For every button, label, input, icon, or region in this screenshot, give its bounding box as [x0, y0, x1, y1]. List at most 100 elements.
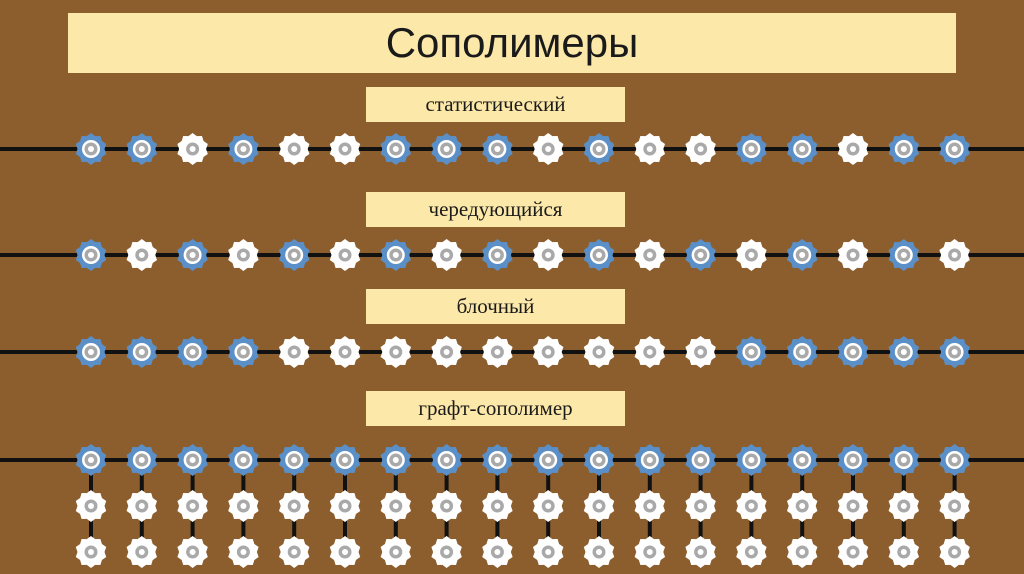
blue-gear-monomer [888, 239, 920, 271]
graft-white-gear-monomer [278, 490, 310, 522]
graft-white-gear-monomer [888, 490, 920, 522]
graft-white-gear-monomer [177, 536, 208, 568]
blue-gear-monomer [888, 444, 920, 476]
blue-gear-monomer [380, 239, 412, 271]
blue-gear-monomer [126, 444, 158, 476]
blue-gear-monomer [228, 336, 259, 368]
blue-gear-monomer [532, 444, 564, 476]
blue-gear-monomer [939, 336, 970, 368]
blue-gear-monomer [75, 133, 107, 165]
blue-gear-monomer [888, 336, 920, 368]
blue-gear-monomer [380, 133, 412, 165]
graft-white-gear-monomer [837, 536, 869, 568]
graft-white-gear-monomer [329, 490, 361, 522]
white-gear-monomer [380, 336, 412, 368]
blue-gear-monomer [482, 444, 513, 476]
blue-gear-monomer [939, 133, 970, 165]
white-gear-monomer [431, 239, 462, 271]
white-gear-monomer [278, 336, 310, 368]
blue-gear-monomer [75, 444, 107, 476]
blue-gear-monomer [634, 444, 666, 476]
white-gear-monomer [634, 239, 666, 271]
white-gear-monomer [736, 239, 767, 271]
block-copolymer-label: блочный [366, 289, 625, 324]
white-gear-monomer [634, 133, 666, 165]
graft-white-gear-monomer [685, 536, 716, 568]
white-gear-monomer [583, 336, 615, 368]
blue-gear-monomer [380, 444, 412, 476]
white-gear-monomer [177, 133, 208, 165]
white-gear-monomer [278, 133, 310, 165]
graft-white-gear-monomer [329, 536, 361, 568]
graft-white-gear-monomer [431, 490, 462, 522]
graft-white-gear-monomer [75, 490, 107, 522]
alternating-copolymer-label: чередующийся [366, 192, 625, 227]
graft-white-gear-monomer [786, 536, 818, 568]
white-gear-monomer [939, 239, 970, 271]
graft-white-gear-monomer [482, 536, 513, 568]
blue-gear-monomer [126, 336, 158, 368]
graft-white-gear-monomer [685, 490, 716, 522]
copolymer-chain-1 [0, 133, 1024, 165]
white-gear-monomer [532, 336, 564, 368]
blue-gear-monomer [888, 133, 920, 165]
graft-white-gear-monomer [228, 536, 259, 568]
blue-gear-monomer [75, 336, 107, 368]
graft-white-gear-monomer [380, 536, 412, 568]
blue-gear-monomer [583, 239, 615, 271]
blue-gear-monomer [939, 444, 970, 476]
white-gear-monomer [329, 133, 361, 165]
white-gear-monomer [329, 336, 361, 368]
blue-gear-monomer [482, 239, 513, 271]
blue-gear-monomer [736, 336, 767, 368]
blue-gear-monomer [228, 133, 259, 165]
white-gear-monomer [685, 133, 716, 165]
graft-white-gear-monomer [431, 536, 462, 568]
graft-white-gear-monomer [380, 490, 412, 522]
white-gear-monomer [532, 239, 564, 271]
blue-gear-monomer [278, 444, 310, 476]
white-gear-monomer [329, 239, 361, 271]
white-gear-monomer [228, 239, 259, 271]
blue-gear-monomer [837, 444, 869, 476]
blue-gear-monomer [329, 444, 361, 476]
blue-gear-monomer [228, 444, 259, 476]
graft-white-gear-monomer [278, 536, 310, 568]
graft-white-gear-monomer [939, 536, 970, 568]
graft-white-gear-monomer [177, 490, 208, 522]
graft-white-gear-monomer [482, 490, 513, 522]
page-title: Сополимеры [68, 13, 956, 73]
white-gear-monomer [837, 133, 869, 165]
blue-gear-monomer [685, 444, 716, 476]
graft-white-gear-monomer [888, 536, 920, 568]
blue-gear-monomer [736, 444, 767, 476]
graft-white-gear-monomer [583, 490, 615, 522]
white-gear-monomer [482, 336, 513, 368]
blue-gear-monomer [786, 444, 818, 476]
graft-white-gear-monomer [634, 490, 666, 522]
graft-copolymer-label: графт-сополимер [366, 391, 625, 426]
blue-gear-monomer [685, 239, 716, 271]
copolymer-chain-4 [0, 444, 1024, 568]
graft-white-gear-monomer [837, 490, 869, 522]
graft-white-gear-monomer [532, 490, 564, 522]
blue-gear-monomer [786, 239, 818, 271]
blue-gear-monomer [177, 239, 208, 271]
graft-white-gear-monomer [532, 536, 564, 568]
blue-gear-monomer [583, 133, 615, 165]
blue-gear-monomer [786, 133, 818, 165]
graft-white-gear-monomer [126, 490, 158, 522]
blue-gear-monomer [482, 133, 513, 165]
white-gear-monomer [837, 239, 869, 271]
blue-gear-monomer [75, 239, 107, 271]
blue-gear-monomer [177, 444, 208, 476]
blue-gear-monomer [583, 444, 615, 476]
statistical-copolymer-label: статистический [366, 87, 625, 122]
blue-gear-monomer [786, 336, 818, 368]
blue-gear-monomer [736, 133, 767, 165]
blue-gear-monomer [126, 133, 158, 165]
graft-white-gear-monomer [736, 490, 767, 522]
graft-white-gear-monomer [736, 536, 767, 568]
graft-white-gear-monomer [126, 536, 158, 568]
